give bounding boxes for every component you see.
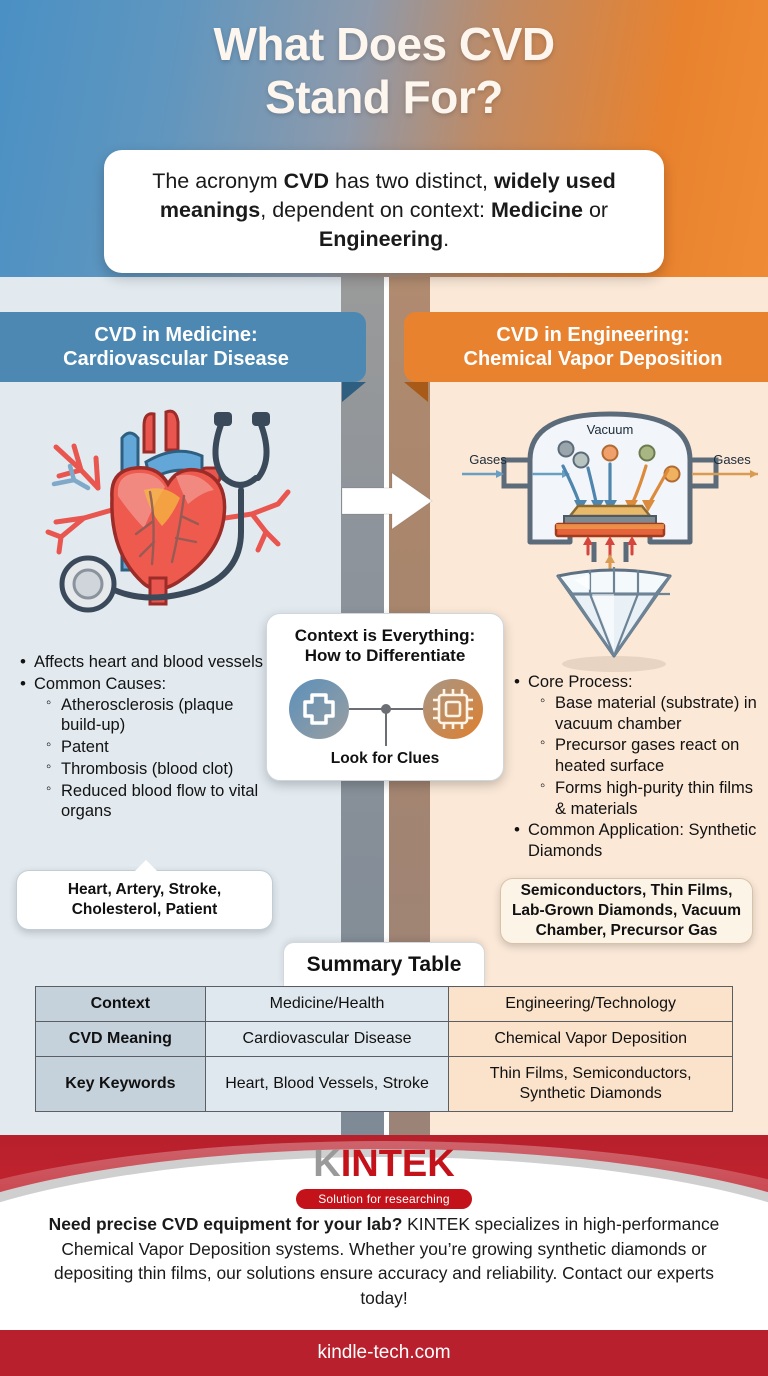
list-item: Base material (substrate) in vacuum cham… — [540, 692, 762, 735]
footer-cta-bold: Need precise CVD equipment for your lab? — [48, 1214, 403, 1234]
table-cell-engineering: Thin Films, Semiconductors, Synthetic Di… — [448, 1056, 733, 1112]
context-card-graphic — [267, 672, 503, 754]
engineering-keywords-callout: Semiconductors, Thin Films, Lab-Grown Di… — [500, 878, 753, 944]
medicine-keywords-line1: Heart, Artery, Stroke, — [67, 881, 222, 899]
medicine-bullet-list: Affects heart and blood vessels Common C… — [18, 651, 266, 823]
engineering-banner-line2: Chemical Vapor Deposition — [463, 348, 723, 370]
engineering-bullet-list: Core Process: Base material (substrate) … — [512, 671, 762, 863]
medicine-banner: CVD in Medicine: Cardiovascular Disease — [0, 312, 366, 402]
table-row: CVD Meaning Cardiovascular Disease Chemi… — [35, 1021, 733, 1057]
list-item: Common Causes: Atherosclerosis (plaque b… — [18, 673, 266, 823]
engineering-banner: CVD in Engineering: Chemical Vapor Depos… — [404, 312, 768, 402]
footer-cta-text: Need precise CVD equipment for your lab?… — [34, 1212, 734, 1311]
list-item: Forms high-purity thin films & materials — [540, 777, 762, 820]
table-row: Context Medicine/Health Engineering/Tech… — [35, 986, 733, 1022]
context-card-caption: Look for Clues — [330, 749, 440, 767]
table-cell-medicine: Cardiovascular Disease — [204, 1021, 450, 1057]
table-cell-engineering: Chemical Vapor Deposition — [448, 1021, 733, 1057]
list-item: Core Process: Base material (substrate) … — [512, 671, 762, 820]
context-title-line1: Context is Everything: — [294, 626, 476, 645]
intro-bold-medicine: Medicine — [491, 198, 583, 223]
intro-bold-cvd: CVD — [283, 169, 330, 193]
intro-bold-engineering: Engineering — [318, 227, 444, 252]
table-row: Key Keywords Heart, Blood Vessels, Strok… — [35, 1056, 733, 1112]
footer-cta-rest: KINTEK specializes in high-performance C… — [54, 1214, 720, 1309]
list-item: Atherosclerosis (plaque build-up) — [46, 694, 266, 737]
list-item-continuation: Patent — [46, 736, 266, 758]
kintek-logo-k: K — [313, 1143, 341, 1185]
process-arrow-icon — [340, 470, 436, 532]
medicine-banner-line2: Cardiovascular Disease — [63, 348, 289, 370]
microchip-icon — [433, 688, 473, 729]
table-row-label: Context — [35, 986, 206, 1022]
cvd-reactor-illustration: Vacuum Gases Gases — [460, 402, 760, 574]
list-item: Affects heart and blood vessels — [18, 651, 266, 673]
context-card-title: Context is Everything: How to Differenti… — [267, 626, 503, 667]
medicine-banner-line1: CVD in Medicine: — [94, 323, 258, 346]
medicine-keywords-line2: Cholesterol, Patient — [71, 901, 218, 918]
reactor-gases-in-label: Gases — [469, 452, 507, 467]
kintek-wordmark: KINTEK — [0, 1145, 768, 1183]
summary-table: Context Medicine/Health Engineering/Tech… — [35, 986, 733, 1112]
page-title-line1: What Does CVD — [213, 18, 555, 70]
table-cell-engineering: Engineering/Technology — [448, 986, 733, 1022]
table-cell-medicine: Heart, Blood Vessels, Stroke — [204, 1056, 450, 1112]
list-item: Reduced blood flow to vital organs — [46, 780, 266, 823]
reactor-vacuum-label: Vacuum — [587, 422, 634, 437]
synthetic-diamond-illustration — [528, 560, 700, 672]
list-item-label: Core Process: — [528, 673, 633, 691]
list-item-label: Common Causes: — [34, 674, 167, 693]
context-title-line2: How to Differentiate — [304, 646, 466, 666]
table-row-label: CVD Meaning — [35, 1021, 206, 1057]
kintek-logo: KINTEK Solution for researching — [0, 1145, 768, 1209]
medical-cross-icon — [303, 693, 335, 725]
list-item: Common Application: Synthetic Diamonds — [512, 819, 762, 862]
intro-card: The acronym CVD has two distinct, widely… — [104, 150, 664, 274]
intro-text-3: , dependent on context: — [260, 198, 491, 223]
summary-table-title: Summary Table — [283, 942, 485, 986]
engineering-keywords-line2: Lab-Grown Diamonds, Vacuum — [511, 902, 742, 920]
context-card: Context is Everything: How to Differenti… — [266, 613, 504, 781]
intro-text-4: or — [583, 198, 609, 223]
page-title-line2: Stand For? — [265, 71, 503, 124]
website-url-bar[interactable]: kindle-tech.com — [0, 1330, 768, 1376]
engineering-keywords-line1: Semiconductors, Thin Films, — [520, 882, 733, 900]
intro-text-1: The acronym — [152, 169, 284, 193]
website-url: kindle-tech.com — [317, 1342, 451, 1363]
list-item: Precursor gases react on heated surface — [540, 734, 762, 777]
medicine-keywords-callout: Heart, Artery, Stroke, Cholesterol, Pati… — [16, 860, 273, 930]
page-title: What Does CVD Stand For? — [0, 18, 768, 125]
intro-text-5: . — [443, 227, 450, 252]
intro-text-2: has two distinct, — [329, 169, 494, 193]
intro-bold-meanings: widely used meanings — [159, 169, 616, 223]
kintek-logo-rest: INTEK — [340, 1143, 455, 1185]
table-cell-medicine: Medicine/Health — [204, 986, 450, 1022]
engineering-keywords-line3: Chamber, Precursor Gas — [535, 921, 718, 939]
engineering-banner-line1: CVD in Engineering: — [496, 323, 690, 346]
heart-illustration — [26, 392, 298, 624]
kintek-tagline: Solution for researching — [296, 1189, 472, 1209]
list-item: Thrombosis (blood clot) — [46, 758, 266, 780]
reactor-gases-out-label: Gases — [713, 452, 751, 467]
table-row-label: Key Keywords — [35, 1056, 206, 1112]
